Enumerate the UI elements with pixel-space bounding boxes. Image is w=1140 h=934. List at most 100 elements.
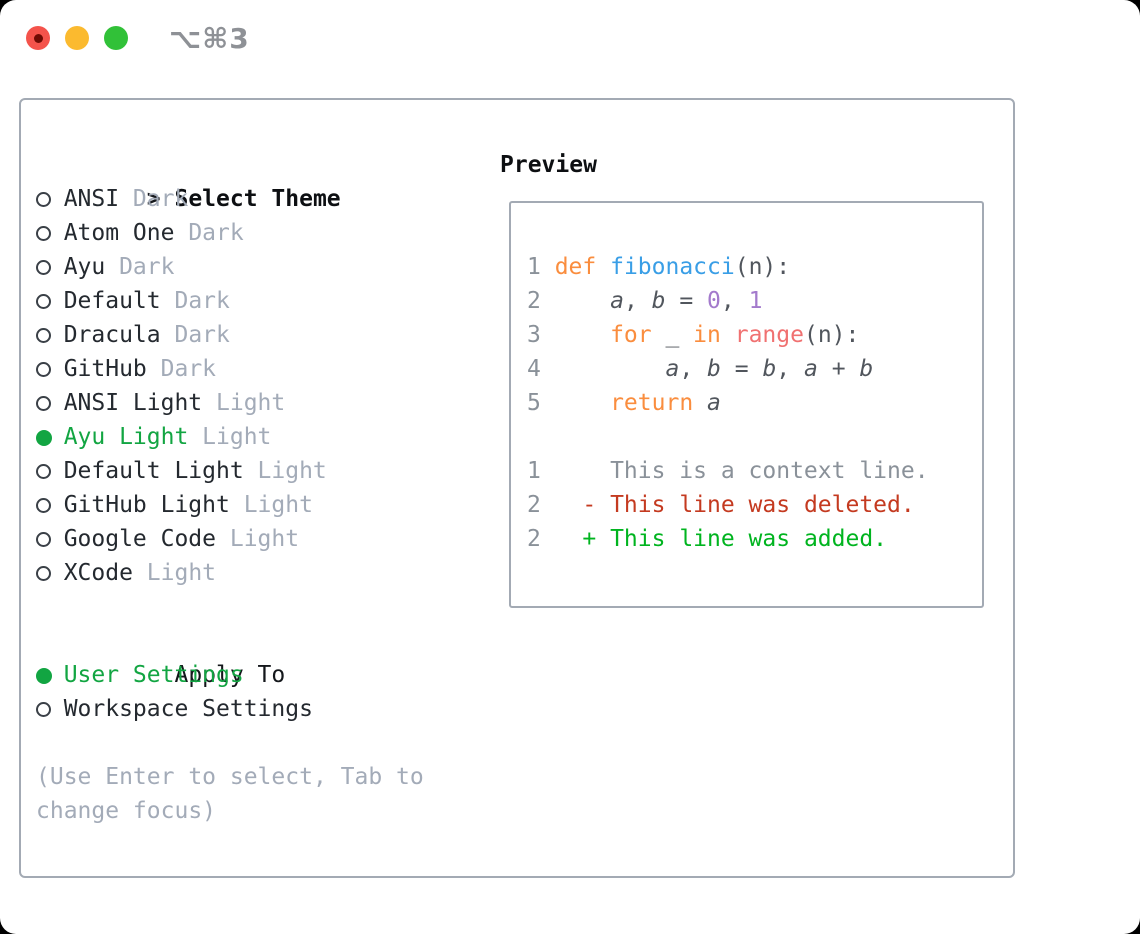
- code-content: for _ in range(n):: [610, 322, 860, 348]
- spacer: [36, 726, 496, 760]
- radio-icon: [36, 396, 51, 411]
- theme-name: Ayu: [63, 254, 106, 280]
- line-number: 1: [527, 458, 541, 484]
- window-title: ⌥⌘3: [169, 22, 250, 55]
- theme-item-xcode[interactable]: XCode Light: [36, 556, 496, 590]
- theme-name: XCode: [63, 560, 133, 586]
- radio-cell: [36, 556, 64, 590]
- radio-icon: [36, 362, 51, 377]
- theme-variant: Dark: [160, 356, 217, 382]
- theme-name: GitHub Light: [63, 492, 230, 518]
- theme-name: Default Light: [63, 458, 244, 484]
- preview-header: Preview: [500, 152, 597, 178]
- code-line: 2 a, b = 0, 1: [527, 284, 982, 318]
- theme-item-ansi-light[interactable]: ANSI Light Light: [36, 386, 496, 420]
- theme-variant: Light: [146, 560, 217, 586]
- theme-variant: Dark: [188, 220, 244, 246]
- zoom-button[interactable]: [104, 26, 128, 50]
- minimize-button[interactable]: [65, 26, 89, 50]
- theme-item-dracula[interactable]: Dracula Dark: [36, 318, 496, 352]
- code-line: 4 a, b = b, a + b: [527, 352, 982, 386]
- radio-icon: [36, 192, 51, 207]
- spacer: [527, 420, 982, 454]
- diff-line: 2 - This line was deleted.: [527, 488, 982, 522]
- code-content: def fibonacci(n):: [554, 254, 791, 280]
- code-line: 1 def fibonacci(n):: [527, 250, 982, 284]
- radio-icon: [36, 328, 51, 343]
- theme-name: Ayu Light: [63, 424, 189, 450]
- line-number: 3: [527, 322, 541, 348]
- line-number: 2: [527, 492, 541, 518]
- radio-icon: [36, 464, 51, 479]
- theme-item-default-light[interactable]: Default Light Light: [36, 454, 496, 488]
- diff-line: 1 This is a context line.: [527, 454, 982, 488]
- spacer: [36, 590, 496, 624]
- theme-item-github[interactable]: GitHub Dark: [36, 352, 496, 386]
- theme-name: Default: [63, 288, 161, 314]
- apply-to-header: Apply To: [36, 624, 496, 688]
- theme-item-atom-one[interactable]: Atom One Dark: [36, 216, 496, 250]
- theme-variant: Dark: [132, 186, 189, 212]
- apply-option-user-settings[interactable]: User Settings: [36, 658, 496, 692]
- code-line: 5 return a: [527, 386, 982, 420]
- theme-variant: Light: [202, 424, 272, 450]
- radio-icon: [36, 566, 51, 581]
- theme-name: ANSI: [63, 186, 120, 212]
- traffic-lights: [26, 26, 128, 50]
- line-number: 1: [527, 254, 541, 280]
- radio-cell: [36, 318, 64, 352]
- radio-icon: [36, 532, 51, 547]
- theme-name: Google Code: [63, 526, 217, 552]
- theme-name: GitHub: [63, 356, 147, 382]
- radio-cell: [36, 250, 64, 284]
- diff-preview: 1 This is a context line.2 - This line w…: [527, 454, 982, 556]
- radio-cell: [36, 216, 64, 250]
- preview-box: 1 def fibonacci(n): 2 a, b = 0, 1 3 for _ i…: [509, 201, 984, 608]
- theme-variant: Light: [243, 492, 313, 518]
- apply-option-label: Workspace Settings: [63, 696, 313, 722]
- radio-icon: [36, 294, 51, 309]
- apply-to-label: Apply To: [174, 662, 286, 688]
- theme-name: ANSI Light: [63, 390, 203, 416]
- select-theme-label: Select Theme: [174, 186, 341, 212]
- close-button[interactable]: [26, 26, 50, 50]
- theme-item-ayu[interactable]: Ayu Dark: [36, 250, 496, 284]
- radio-cell: [36, 420, 64, 454]
- theme-item-default[interactable]: Default Dark: [36, 284, 496, 318]
- theme-variant: Dark: [174, 288, 230, 314]
- theme-variant: Light: [257, 458, 327, 484]
- select-theme-header: > Select Theme: [36, 148, 496, 212]
- diff-content: + This line was added.: [582, 526, 888, 552]
- line-number: 4: [527, 356, 541, 382]
- code-content: a, b = 0, 1: [610, 288, 763, 314]
- line-number: 5: [527, 390, 541, 416]
- theme-item-ansi[interactable]: ANSI Dark: [36, 182, 496, 216]
- radio-selected-icon: [36, 668, 52, 684]
- radio-cell: [36, 488, 64, 522]
- theme-variant: Dark: [174, 322, 230, 348]
- radio-icon: [36, 260, 51, 275]
- cursor-prompt-icon: >: [146, 186, 161, 212]
- help-text: (Use Enter to select, Tab to change focu…: [36, 760, 496, 828]
- radio-icon: [36, 498, 51, 513]
- theme-variant: Light: [216, 390, 286, 416]
- diff-line: 2 + This line was added.: [527, 522, 982, 556]
- code-content: return a: [610, 390, 721, 416]
- theme-name: Atom One: [63, 220, 175, 246]
- apply-option-workspace-settings[interactable]: Workspace Settings: [36, 692, 496, 726]
- theme-item-ayu-light[interactable]: Ayu Light Light: [36, 420, 496, 454]
- radio-cell: [36, 182, 64, 216]
- radio-cell: [36, 454, 64, 488]
- theme-item-github-light[interactable]: GitHub Light Light: [36, 488, 496, 522]
- radio-icon: [36, 702, 51, 717]
- help-line-1: (Use Enter to select, Tab to: [36, 764, 424, 790]
- theme-variant: Dark: [119, 254, 175, 280]
- theme-name: Dracula: [63, 322, 161, 348]
- radio-icon: [36, 226, 51, 241]
- code-content: a, b = b, a + b: [665, 356, 874, 382]
